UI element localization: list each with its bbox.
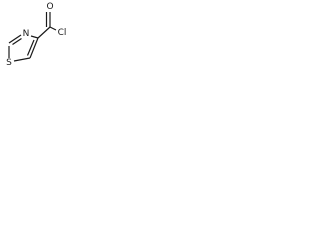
bond-c2-n3-inner: [12, 38, 22, 45]
bond-c4-carbonyl: [37, 26, 51, 39]
atom-sulfur: S: [6, 58, 12, 68]
bond-c4-c5: [29, 37, 39, 59]
molecule-diagram: O Cl N S: [6, 2, 67, 68]
bond-c5-s1: [13, 57, 31, 62]
bond-n3-c4: [30, 35, 39, 39]
bond-carbonyl-cl: [49, 26, 57, 31]
bond-c4-c5-inner: [26, 39, 35, 56]
atom-nitrogen: N: [23, 29, 30, 39]
atom-oxygen: O: [46, 2, 53, 12]
atom-chlorine: Cl: [58, 28, 67, 38]
bond-c2-n3: [8, 34, 22, 44]
